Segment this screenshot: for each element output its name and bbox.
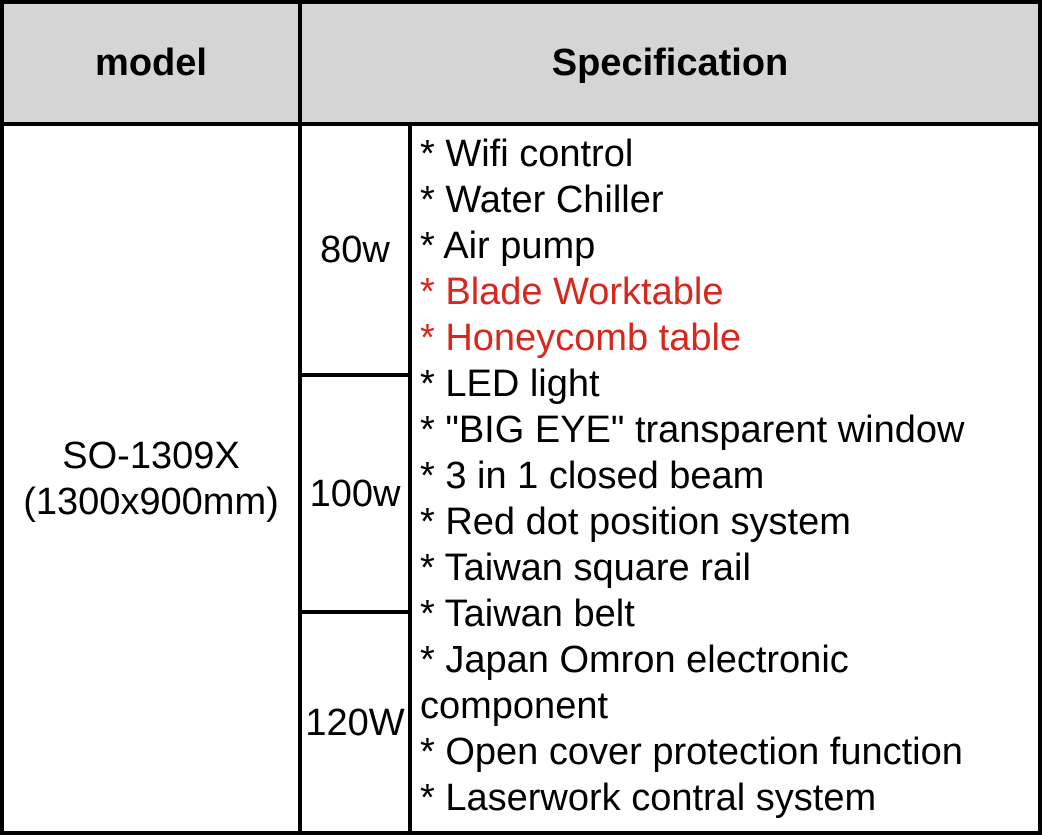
model-name: SO-1309X — [62, 434, 240, 477]
spec-item: * "BIG EYE" transparent window — [420, 409, 965, 451]
spec-list: * Wifi control* Water Chiller* Air pump*… — [412, 126, 1038, 831]
spec-item: * Wifi control — [420, 133, 634, 175]
spec-item: * 3 in 1 closed beam — [420, 455, 765, 497]
model-name-cell: SO-1309X (1300x900mm) — [4, 126, 298, 831]
spec-item: * Air pump — [420, 225, 596, 267]
spec-item: * Water Chiller — [420, 179, 664, 221]
power-cell-120w: 120W — [302, 614, 408, 831]
spec-item: * Japan Omron electronic component — [420, 639, 849, 727]
spec-item: * Honeycomb table — [420, 317, 742, 359]
model-header: model — [4, 4, 298, 122]
spec-item: * Red dot position system — [420, 501, 851, 543]
spec-item: * LED light — [420, 363, 600, 405]
spec-item: * Taiwan square rail — [420, 547, 751, 589]
spec-item: * Blade Worktable — [420, 271, 724, 313]
spec-item: * Laserwork contral system — [420, 777, 877, 819]
spec-item: * Open cover protection function — [420, 731, 963, 773]
power-cell-100w: 100w — [302, 377, 408, 610]
specification-header: Specification — [302, 4, 1038, 122]
spec-item: * Taiwan belt — [420, 593, 635, 635]
model-size: (1300x900mm) — [23, 480, 279, 523]
power-cell-80w: 80w — [302, 126, 408, 373]
